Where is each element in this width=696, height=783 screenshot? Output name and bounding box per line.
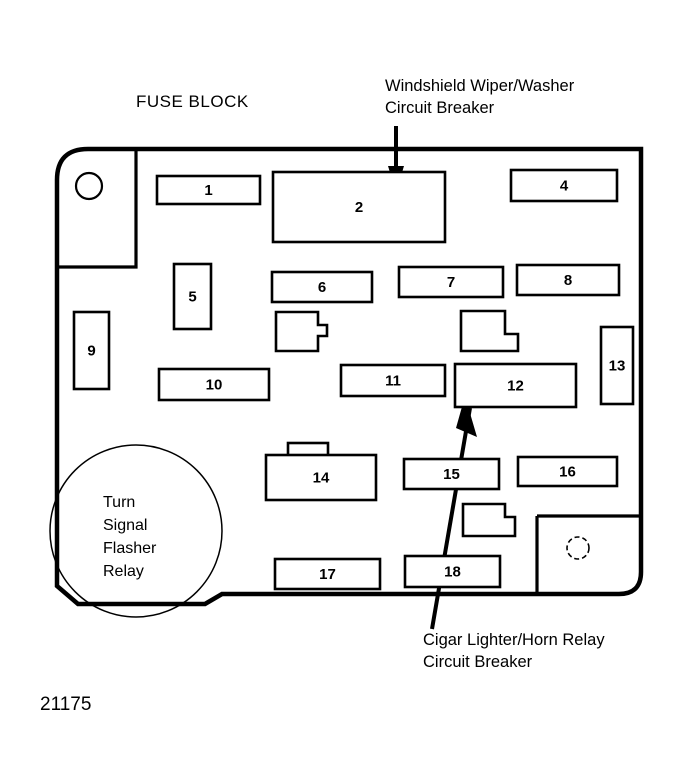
fuse-position-2[interactable]: 2 <box>271 170 447 244</box>
callout-windshield-line1: Windshield Wiper/Washer <box>385 77 575 95</box>
fuse-rect-1[interactable] <box>155 174 262 206</box>
fuse-rect-5[interactable] <box>172 262 213 331</box>
flasher-relay-line-1: Turn <box>103 494 135 511</box>
flasher-relay-line-4: Relay <box>103 563 144 580</box>
fuse-rect-10[interactable] <box>157 367 271 402</box>
fuse-label-7: 7 <box>447 274 455 291</box>
fuse-position-16[interactable]: 16 <box>516 455 619 488</box>
fuse-rect-8[interactable] <box>515 263 621 297</box>
flasher-relay-line-3: Flasher <box>103 540 157 557</box>
fuse-position-17[interactable]: 17 <box>273 557 382 591</box>
relay-tab-small <box>274 310 329 353</box>
fuse-label-13: 13 <box>609 357 626 374</box>
fuse-rect-13[interactable] <box>599 325 635 406</box>
fuse-rect-16[interactable] <box>516 455 619 488</box>
fuse-label-17: 17 <box>319 566 336 583</box>
panel-outline <box>54 146 644 607</box>
fuse-position-5[interactable]: 5 <box>172 262 213 331</box>
fuse-label-12: 12 <box>507 377 524 394</box>
relay-stepped-lower <box>461 502 517 538</box>
fuse-label-8: 8 <box>564 272 572 289</box>
fuse-label-15: 15 <box>443 466 460 483</box>
figure-number: 21175 <box>40 694 91 715</box>
fuse-label-2: 2 <box>355 199 363 216</box>
fuse-label-14: 14 <box>313 469 330 486</box>
turn-signal-flasher-relay: Turn Signal Flasher Relay <box>49 444 223 618</box>
relay-stepped-upper <box>459 309 520 353</box>
callout-windshield-line2: Circuit Breaker <box>385 99 495 117</box>
fuse-position-6[interactable]: 6 <box>270 270 374 304</box>
fuse-label-6: 6 <box>318 279 326 296</box>
fuse-label-16: 16 <box>559 463 576 480</box>
fuse-rect-12[interactable] <box>453 362 578 409</box>
callout-cigar-arrow-head <box>456 396 477 437</box>
fuse-position-15[interactable]: 15 <box>402 457 501 491</box>
fuse-label-10: 10 <box>206 376 223 393</box>
fuse-rect-7[interactable] <box>397 265 505 299</box>
mounting-hole-top-left <box>74 171 104 201</box>
flasher-relay-line-2: Signal <box>103 517 147 534</box>
fuse-rect-11[interactable] <box>339 363 447 398</box>
fuse-position-11[interactable]: 11 <box>339 363 447 398</box>
fuse-rect-15[interactable] <box>402 457 501 491</box>
fuse-position-18[interactable]: 18 <box>403 554 502 589</box>
fuse-label-4: 4 <box>560 177 569 194</box>
fuse-position-10[interactable]: 10 <box>157 367 271 402</box>
fuse-position-4[interactable]: 4 <box>509 168 619 203</box>
fuse-label-5: 5 <box>188 288 196 305</box>
fuse-rect-18[interactable] <box>403 554 502 589</box>
page-title: FUSE BLOCK <box>136 92 249 111</box>
fuse-rect-4[interactable] <box>509 168 619 203</box>
fuse-position-7[interactable]: 7 <box>397 265 505 299</box>
panel-inner-divider-bottom-right <box>535 514 639 592</box>
fuse-label-9: 9 <box>87 342 95 359</box>
fuse-rect-17[interactable] <box>273 557 382 591</box>
fuse-label-18: 18 <box>444 563 461 580</box>
fuse-position-9[interactable]: 9 <box>72 310 111 391</box>
fuse-position-14[interactable]: 14 <box>264 453 378 502</box>
callout-cigar-line1: Cigar Lighter/Horn Relay <box>423 631 605 649</box>
fuse-label-1: 1 <box>204 182 212 199</box>
fuse-rect-6[interactable] <box>270 270 374 304</box>
fuse-position-13[interactable]: 13 <box>599 325 635 406</box>
fuse-rect-14[interactable] <box>264 453 378 502</box>
callout-cigar-line2: Circuit Breaker <box>423 653 533 671</box>
fuse-position-8[interactable]: 8 <box>515 263 621 297</box>
fuse-rect-2[interactable] <box>271 170 447 244</box>
fuse-position-1[interactable]: 1 <box>155 174 262 206</box>
flasher-relay-circle <box>49 444 223 618</box>
panel-inner-divider-top-left <box>57 151 138 269</box>
fuse-label-11: 11 <box>385 372 401 389</box>
fuse-position-12[interactable]: 12 <box>453 362 578 409</box>
fuse-rect-9[interactable] <box>72 310 111 391</box>
mounting-hole-bottom-right <box>566 536 590 560</box>
